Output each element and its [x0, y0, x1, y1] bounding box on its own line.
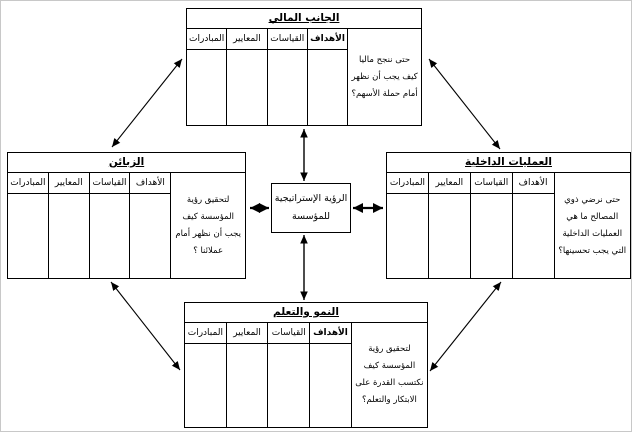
internal-measurements-column: القياسات [470, 173, 513, 278]
measurements-header: القياسات [470, 173, 512, 194]
customers-question-cell: لتحقيق رؤية المؤسسة كيف يجب أن نظهر أمام… [175, 194, 241, 256]
learning-initiatives-column: المبادرات [185, 323, 227, 427]
standards-header: المعايير [48, 173, 89, 194]
financial-initiatives-column: المبادرات [187, 29, 228, 125]
customers-measurements-column: القياسات [89, 173, 131, 278]
objectives-header: الأهداف [310, 323, 351, 344]
learning-measurements-column: القياسات [268, 323, 311, 427]
internal-question-cell: حتى نرضي ذوي المصالح ما هي العمليات الدا… [558, 194, 627, 256]
learning-question-cell: لتحقيق رؤية المؤسسة كيف نكتسب القدرة على… [355, 344, 424, 405]
strategic-vision-box: الرؤية الإستراتيجية للمؤسسة [271, 183, 351, 233]
internal-initiatives-column: المبادرات [387, 173, 429, 278]
learning-table-title: النمو والتعلم [185, 303, 427, 323]
learning-objectives-column: الأهداف [310, 323, 352, 427]
measurements-header: القياسات [267, 29, 307, 50]
initiatives-header: المبادرات [387, 173, 428, 194]
internal-objectives-column: الأهداف [512, 173, 555, 278]
strategic-vision-line1: الرؤية الإستراتيجية [274, 192, 348, 204]
customers-perspective-table: الزبائن لتحقيق رؤية المؤسسة كيف يجب أن ن… [7, 152, 246, 279]
financial-question-cell: حتى ننجح ماليا كيف يجب أن نظهر أمام حملة… [351, 54, 418, 99]
standards-header: المعايير [428, 173, 470, 194]
learning-standards-column: المعايير [226, 323, 269, 427]
initiatives-header: المبادرات [7, 173, 48, 194]
customers-standards-column: المعايير [48, 173, 90, 278]
learning-growth-perspective-table: النمو والتعلم لتحقيق رؤية المؤسسة كيف نك… [184, 302, 428, 428]
customers-initiatives-column: المبادرات [7, 173, 49, 278]
arrow-learning-internal [429, 281, 502, 372]
arrow-customers-financial [111, 58, 183, 148]
strategic-vision-line2: للمؤسسة [292, 211, 330, 222]
arrow-customers-learning [110, 281, 181, 371]
financial-measurements-column: القياسات [267, 29, 308, 125]
initiatives-header: المبادرات [187, 29, 227, 50]
financial-table-title: الجانب المالي [187, 9, 421, 29]
initiatives-header: المبادرات [185, 323, 226, 344]
customers-table-title: الزبائن [8, 153, 245, 173]
standards-header: المعايير [227, 29, 267, 50]
customers-objectives-column: الأهداف [130, 173, 172, 278]
internal-standards-column: المعايير [428, 173, 471, 278]
measurements-header: القياسات [268, 323, 310, 344]
standards-header: المعايير [226, 323, 268, 344]
internal-table-title: العمليات الداخلية [387, 153, 630, 173]
objectives-header: الأهداف [307, 29, 348, 50]
measurements-header: القياسات [89, 173, 130, 194]
internal-processes-perspective-table: العمليات الداخلية حتى نرضي ذوي المصالح م… [386, 152, 631, 279]
financial-objectives-column: الأهداف [307, 29, 349, 125]
arrow-financial-internal [428, 58, 501, 150]
objectives-header: الأهداف [130, 173, 171, 194]
financial-standards-column: المعايير [227, 29, 268, 125]
financial-perspective-table: الجانب المالي حتى ننجح ماليا كيف يجب أن … [186, 8, 422, 126]
objectives-header: الأهداف [512, 173, 554, 194]
